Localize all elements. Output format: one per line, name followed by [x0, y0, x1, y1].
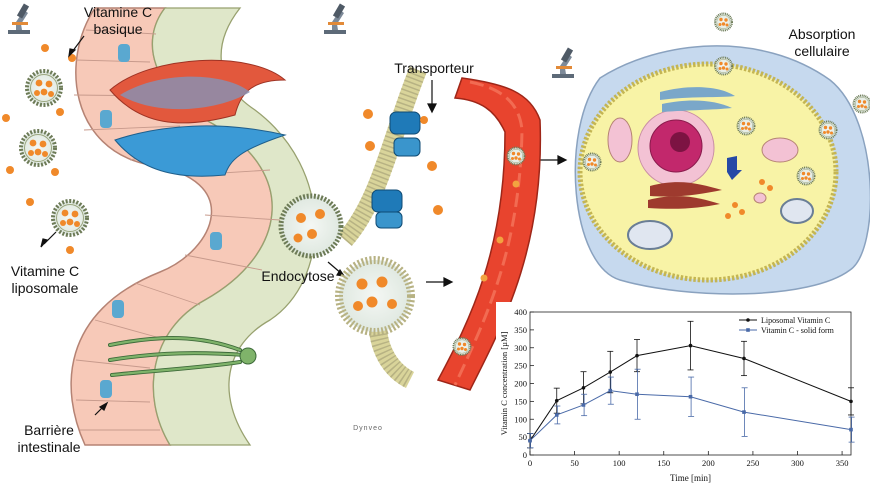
- x-axis-label: Time [min]: [670, 473, 711, 483]
- data-point: [635, 353, 639, 358]
- x-tick-label: 300: [791, 458, 804, 468]
- data-point: [554, 413, 559, 417]
- concentration-chart: 0 50 100 150 200 250 300 350 400 0 50 100 150 200 250 3…: [496, 302, 868, 487]
- y-tick-label: 100: [514, 414, 527, 424]
- microscope-icon: [8, 3, 30, 34]
- y-tick-label: 0: [523, 450, 527, 460]
- data-point: [849, 399, 853, 404]
- membrane-bilayer: [338, 66, 443, 389]
- data-point: [581, 385, 586, 390]
- x-tick-label: 250: [747, 458, 760, 468]
- data-point: [742, 410, 746, 414]
- data-point: [608, 370, 613, 374]
- label-transporter: Transporteur: [394, 60, 474, 76]
- x-tick-label: 350: [836, 458, 849, 468]
- cell: [574, 12, 870, 295]
- data-point: [528, 438, 532, 443]
- blood-vessel: [436, 77, 542, 391]
- y-tick-label: 50: [519, 432, 528, 442]
- y-tick-label: 400: [514, 307, 527, 317]
- x-tick-label: 100: [613, 458, 626, 468]
- intestinal-villi: [70, 7, 316, 446]
- endocytosis-vesicles: [278, 193, 415, 336]
- legend-marker: [746, 328, 750, 332]
- legend-marker: [746, 318, 750, 322]
- transporter-protein: [371, 111, 421, 229]
- legend-entry: Liposomal Vitamin C: [761, 316, 830, 325]
- y-tick-label: 350: [514, 325, 527, 335]
- y-tick-label: 250: [514, 361, 527, 371]
- chart-canvas: 0 50 100 150 200 250 300 350 400 0 50 100 150 200 250 3…: [499, 307, 855, 483]
- data-point: [635, 392, 639, 397]
- x-tick-label: 200: [702, 458, 715, 468]
- series-line: [529, 390, 852, 442]
- data-point: [608, 388, 613, 393]
- data-point: [742, 356, 746, 361]
- y-tick-label: 300: [514, 343, 527, 353]
- microscope-icon: [552, 47, 574, 78]
- x-tick-label: 0: [528, 458, 532, 468]
- x-tick-label: 150: [657, 458, 670, 468]
- data-point: [688, 343, 693, 348]
- data-point: [581, 403, 586, 407]
- label-endocytosis: Endocytose: [261, 268, 335, 284]
- y-tick-label: 150: [514, 396, 527, 406]
- data-point: [849, 427, 853, 432]
- y-tick-label: 200: [514, 379, 527, 389]
- brand-logo: Dynveo: [353, 425, 383, 432]
- free-vitamin-c: [2, 44, 76, 254]
- x-tick-label: 50: [570, 458, 579, 468]
- series-line: [529, 345, 852, 441]
- data-point: [554, 398, 559, 403]
- data-point: [688, 394, 693, 399]
- liposomes-lumen: [19, 69, 89, 237]
- microscope-icon: [324, 3, 346, 34]
- legend-entry: Vitamin C - solid form: [761, 326, 835, 335]
- y-axis-label: Vitamin C concentration [µM]: [499, 331, 509, 435]
